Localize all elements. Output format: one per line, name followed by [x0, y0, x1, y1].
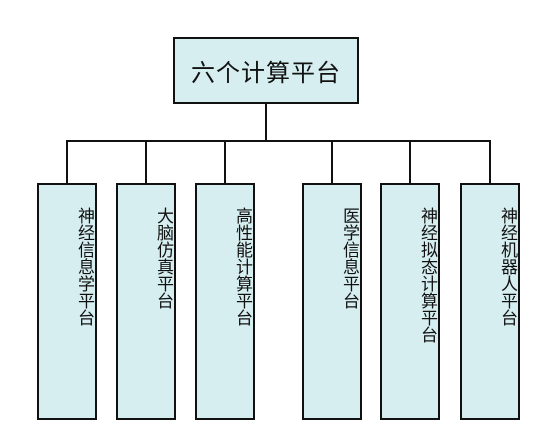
root-stem-line [265, 104, 267, 141]
child-node-2: 大脑仿真平台 [116, 183, 176, 420]
child-node-label: 大脑仿真平台 [153, 207, 173, 309]
root-node: 六个计算平台 [173, 37, 359, 104]
horizontal-bus-line [66, 140, 491, 142]
child-node-label: 医学信息平台 [339, 207, 359, 309]
child-node-label: 神经信息学平台 [74, 207, 94, 326]
child-node-5: 神经拟态计算平台 [380, 183, 440, 420]
child-node-6: 神经机器人平台 [460, 183, 520, 420]
branch-line-3 [224, 140, 226, 184]
child-node-label: 神经机器人平台 [497, 207, 517, 326]
branch-line-6 [489, 140, 491, 184]
branch-line-4 [331, 140, 333, 184]
child-node-label: 神经拟态计算平台 [417, 207, 437, 343]
branch-line-1 [66, 140, 68, 184]
branch-line-5 [409, 140, 411, 184]
child-node-4: 医学信息平台 [302, 183, 362, 420]
child-node-label: 高性能计算平台 [232, 207, 252, 326]
root-node-label: 六个计算平台 [191, 59, 341, 87]
child-node-3: 高性能计算平台 [195, 183, 255, 420]
branch-line-2 [145, 140, 147, 184]
child-node-1: 神经信息学平台 [37, 183, 97, 420]
